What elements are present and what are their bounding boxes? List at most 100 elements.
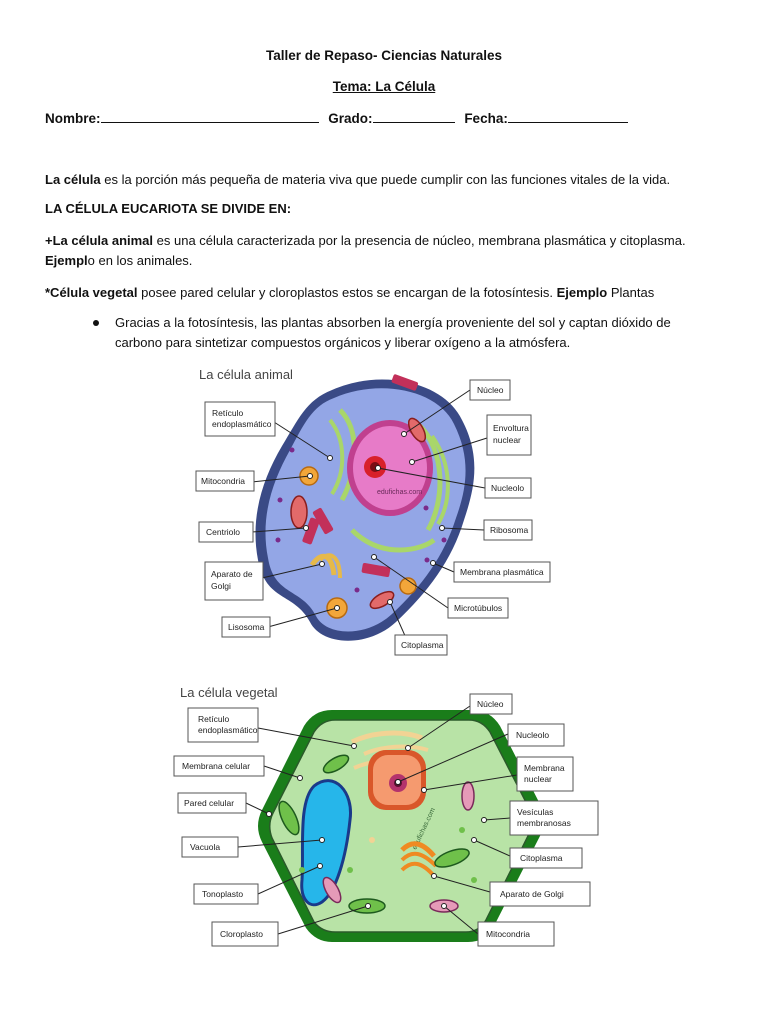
label-golgi-1: Aparato de: [211, 569, 253, 579]
label-box-membrana: [453, 561, 551, 583]
name-label: Nombre:: [45, 111, 101, 126]
plant-label-tonoplasto: Tonoplasto: [202, 889, 243, 899]
label-box-envoltura: [486, 414, 532, 456]
plant-label-box-nucleolo: [507, 723, 565, 747]
worksheet-title: Taller de Repaso- Ciencias Naturales: [265, 48, 503, 63]
label-box-nucleolo: [484, 477, 532, 499]
plant-chloroplast: [278, 800, 300, 836]
plant-golgi: [400, 861, 436, 878]
plant-cell-text: posee pared celular y cloroplastos estos…: [137, 285, 557, 300]
plant-vacuole: [300, 779, 353, 907]
plant-label-box-mitocondria: [477, 921, 555, 947]
plant-label-membrana-nuclear-1: Membrana: [524, 763, 565, 773]
intro-text: es la porción más pequeña de materia viv…: [100, 172, 671, 187]
label-box-nucleo: [469, 379, 511, 401]
animal-centriole: [312, 507, 334, 535]
animal-cell-text: es una célula caracterizada por la prese…: [153, 233, 686, 248]
plant-er: [363, 744, 429, 756]
plant-label-box-vacuola: [181, 836, 239, 858]
label-box-ribosoma: [483, 519, 533, 541]
plant-label-citoplasma: Citoplasma: [520, 853, 563, 863]
label-reticulo-1: Retículo: [212, 408, 243, 418]
animal-microtubule: [361, 562, 391, 578]
grade-field[interactable]: [372, 110, 455, 123]
plant-label-box-nucleo: [469, 693, 513, 715]
animal-cell-title: La célula animal: [199, 367, 293, 382]
plant-mitochondrion: [461, 781, 475, 811]
plant-label-vesiculas-1: Vesículas: [517, 807, 553, 817]
plant-cell-title: La célula vegetal: [180, 685, 278, 700]
animal-mitochondrion: [407, 417, 427, 443]
intro-paragraph: La célula es la porción más pequeña de m…: [45, 170, 735, 190]
plant-label-vesiculas-2: membranosas: [517, 818, 571, 828]
student-fields: Nombre: Grado: Fecha:: [45, 110, 634, 126]
plant-label-box-citoplasma: [509, 847, 583, 869]
plant-label-membrana-nuclear-2: nuclear: [524, 774, 552, 784]
label-centriolo: Centriolo: [206, 527, 240, 537]
label-membrana: Membrana plasmática: [460, 567, 544, 577]
plant-label-nucleo: Núcleo: [477, 699, 504, 709]
animal-er-fold: [328, 418, 345, 496]
label-reticulo-2: endoplasmático: [212, 419, 272, 429]
plant-cell-paragraph: *Célula vegetal posee pared celular y cl…: [45, 283, 735, 303]
name-field[interactable]: [100, 110, 319, 123]
plant-label-box-golgi: [489, 881, 591, 907]
plant-pointers: [237, 705, 518, 935]
animal-nucleus: [353, 426, 427, 510]
date-label: Fecha:: [464, 111, 508, 126]
plant-example-bold: Ejemplo: [556, 285, 608, 300]
label-nucleo: Núcleo: [477, 385, 504, 395]
plant-chloroplast: [322, 754, 350, 774]
label-box-microtubulos: [447, 597, 509, 619]
animal-watermark: edufichas.com: [377, 489, 422, 496]
intro-bold: La célula: [45, 172, 101, 187]
plant-example-text: Plantas: [607, 285, 655, 300]
plant-label-box-vesiculas: [509, 800, 599, 836]
label-box-reticulo: [204, 401, 276, 437]
plant-label-vacuola: Vacuola: [190, 842, 220, 852]
animal-cell-paragraph: +La célula animal es una célula caracter…: [45, 231, 735, 271]
plant-label-pared: Pared celular: [184, 798, 234, 808]
plant-label-reticulo-2: endoplasmático: [198, 725, 258, 735]
plant-label-box-cloroplasto: [211, 921, 279, 947]
label-envoltura-1: Envoltura: [493, 423, 529, 433]
plant-label-box-membrana-nuclear: [516, 756, 574, 792]
bullet-text: Gracias a la fotosíntesis, las plantas a…: [115, 315, 671, 350]
label-citoplasma: Citoplasma: [401, 640, 444, 650]
plant-label-mitocondria: Mitocondria: [486, 929, 530, 939]
label-envoltura-2: nuclear: [493, 435, 521, 445]
plant-golgi: [400, 851, 438, 868]
plant-golgi: [400, 841, 436, 858]
animal-mitochondrion: [369, 590, 395, 610]
label-box-mitocondria: [195, 470, 255, 492]
animal-mitochondrion: [290, 495, 308, 529]
animal-er-fold: [350, 528, 436, 553]
plant-label-cloroplasto: Cloroplasto: [220, 929, 263, 939]
plant-mitochondrion: [322, 876, 342, 904]
plant-er: [350, 730, 423, 745]
label-box-lisosoma: [221, 616, 271, 638]
plant-label-box-membrana-celular: [173, 755, 265, 777]
label-box-centriolo: [198, 521, 254, 543]
grade-label: Grado:: [328, 111, 373, 126]
animal-example-bold: Ejempl: [45, 253, 88, 268]
animal-example-text: o en los animales.: [87, 253, 193, 268]
date-field[interactable]: [507, 110, 628, 123]
plant-label-golgi: Aparato de Golgi: [500, 889, 564, 899]
animal-cell-bold: +La célula animal: [45, 233, 154, 248]
animal-centriole: [302, 517, 320, 545]
label-mitocondria: Mitocondria: [201, 476, 245, 486]
plant-label-box-reticulo: [187, 707, 259, 743]
animal-cell-diagram: La célula animal edufichas.com: [195, 367, 551, 656]
plant-label-box-tonoplasto: [193, 883, 259, 905]
label-golgi-2: Golgi: [211, 581, 231, 591]
label-ribosoma: Ribosoma: [490, 525, 529, 535]
bullet-icon: [93, 320, 99, 326]
plant-label-nucleolo: Nucleolo: [516, 730, 549, 740]
label-lisosoma: Lisosoma: [228, 622, 265, 632]
animal-golgi: [318, 553, 342, 579]
topic-title: Tema: La Célula: [332, 79, 436, 94]
plant-cell-bold: *Célula vegetal: [45, 285, 138, 300]
animal-pointers: [251, 389, 488, 639]
